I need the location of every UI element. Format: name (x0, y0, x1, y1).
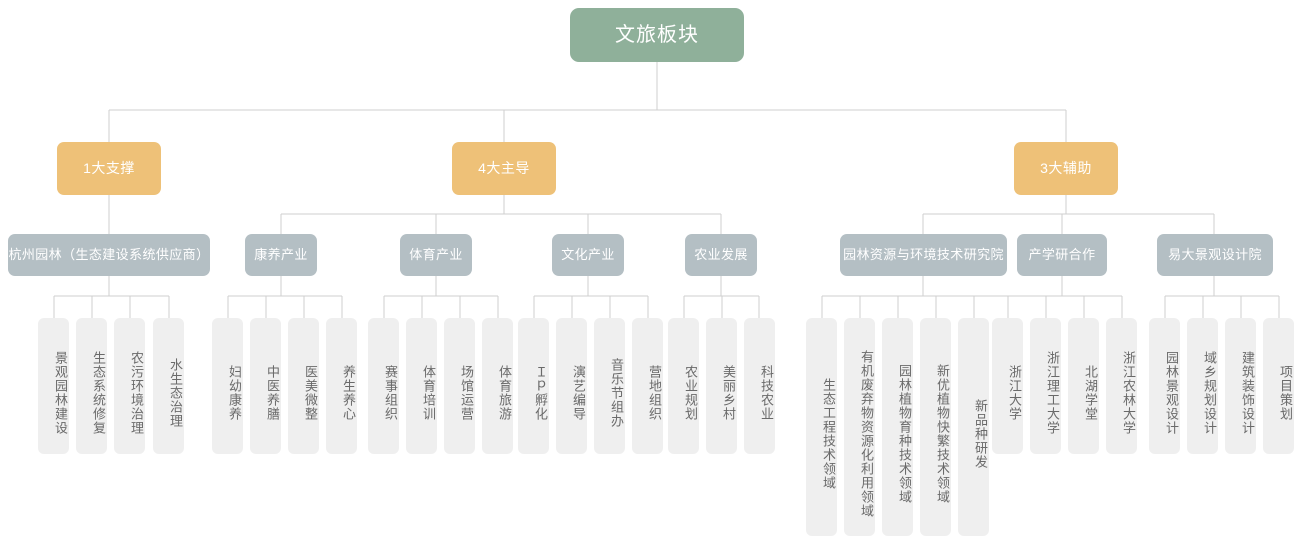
leaf-node[interactable]: 体育培训 (406, 318, 437, 454)
leaf-node[interactable]: 生态系统修复 (76, 318, 107, 454)
node-root[interactable]: 文旅板块 (570, 8, 744, 62)
node-level2-auxiliary[interactable]: 3大辅助 (1014, 142, 1118, 195)
leaf-node[interactable]: 浙江农林大学 (1106, 318, 1137, 454)
leaf-node[interactable]: 体育旅游 (482, 318, 513, 454)
leaf-node[interactable]: 中医养膳 (250, 318, 281, 454)
leaf-node[interactable]: 有机废弃物资源化利用领域 (844, 318, 875, 536)
leaf-node[interactable]: 园林植物育种技术领域 (882, 318, 913, 536)
leaf-node[interactable]: 项目策划 (1263, 318, 1294, 454)
leaf-node[interactable]: 建筑装饰设计 (1225, 318, 1256, 454)
leaf-node[interactable]: 演艺编导 (556, 318, 587, 454)
leaf-node[interactable]: 景观园林建设 (38, 318, 69, 454)
leaf-node[interactable]: 科技农业 (744, 318, 775, 454)
node-level2-leading[interactable]: 4大主导 (452, 142, 556, 195)
leaf-node[interactable]: 新品种研发 (958, 318, 989, 536)
leaf-node[interactable]: 妇幼康养 (212, 318, 243, 454)
leaf-node[interactable]: 水生态治理 (153, 318, 184, 454)
node-level3-chanxueyan[interactable]: 产学研合作 (1017, 234, 1107, 276)
leaf-node[interactable]: 赛事组织 (368, 318, 399, 454)
leaf-node[interactable]: 场馆运营 (444, 318, 475, 454)
leaf-node[interactable]: 农污环境治理 (114, 318, 145, 454)
node-level3-yanjiuyuan[interactable]: 园林资源与环境技术研究院 (840, 234, 1007, 276)
node-level3-hangzhou-yuanlin[interactable]: 杭州园林（生态建设系统供应商） (8, 234, 210, 276)
leaf-node[interactable]: 音乐节组办 (594, 318, 625, 454)
leaf-node[interactable]: 生态工程技术领域 (806, 318, 837, 536)
leaf-node[interactable]: 美丽乡村 (706, 318, 737, 454)
leaf-node[interactable]: 农业规划 (668, 318, 699, 454)
leaf-node[interactable]: 新优植物快繁技术领域 (920, 318, 951, 536)
node-level2-support[interactable]: 1大支撑 (57, 142, 161, 195)
leaf-node[interactable]: 北湖学堂 (1068, 318, 1099, 454)
leaf-node[interactable]: 营地组织 (632, 318, 663, 454)
node-level3-yida[interactable]: 易大景观设计院 (1157, 234, 1273, 276)
leaf-node[interactable]: 域乡规划设计 (1187, 318, 1218, 454)
node-level3-tiyu[interactable]: 体育产业 (400, 234, 472, 276)
node-level3-nongye[interactable]: 农业发展 (685, 234, 757, 276)
leaf-node[interactable]: 养生养心 (326, 318, 357, 454)
node-level3-kangyang[interactable]: 康养产业 (245, 234, 317, 276)
leaf-node[interactable]: 浙江理工大学 (1030, 318, 1061, 454)
leaf-node[interactable]: 浙江大学 (992, 318, 1023, 454)
leaf-node[interactable]: 园林景观设计 (1149, 318, 1180, 454)
leaf-node[interactable]: Ｉｐ孵化 (518, 318, 549, 454)
leaf-node[interactable]: 医美微整 (288, 318, 319, 454)
node-level3-wenhua[interactable]: 文化产业 (552, 234, 624, 276)
